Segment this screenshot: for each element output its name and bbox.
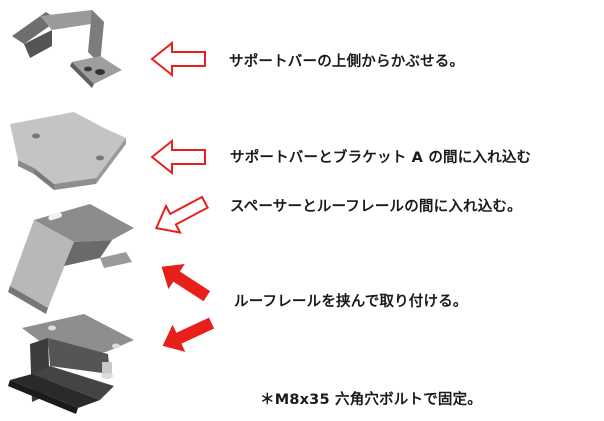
instruction-4-text: ルーフレールを挟んで取り付ける。: [234, 294, 468, 310]
arrow-left-outline-2: [150, 139, 206, 175]
instruction-5-text: ＊M8x35 六角穴ボルトで固定。: [260, 392, 482, 408]
roof-rail-clamp-image: [8, 314, 134, 414]
arrow-down-left-solid: [162, 317, 215, 352]
u-bracket-cover-image: [12, 10, 122, 88]
instruction-3-text: スペーサーとルーフレールの間に入れ込む。: [230, 199, 522, 215]
instruction-1-text: サポートバーの上側からかぶせる。: [229, 54, 465, 70]
instruction-2-text: サポートバーとブラケット A の間に入れ込む: [230, 150, 532, 166]
arrow-down-left-outline: [154, 195, 210, 234]
roof-rail-bracket-image: [8, 204, 134, 314]
arrow-up-left-solid: [161, 263, 211, 302]
spacer-plate-image: [10, 112, 126, 190]
arrow-left-outline-1: [150, 41, 206, 77]
